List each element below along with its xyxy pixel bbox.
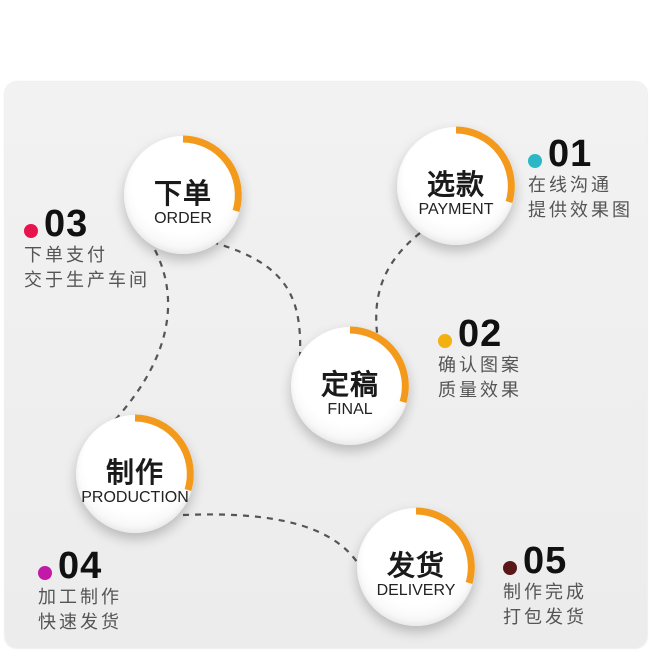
step-04: 04 加工制作 快速发货	[38, 545, 122, 635]
step-02-number: 02	[458, 313, 503, 355]
node-production-title: 制作	[105, 456, 164, 489]
node-delivery: 发货 DELIVERY	[357, 507, 475, 626]
step-04-line-1: 加工制作	[38, 587, 122, 608]
progress-arc	[134, 414, 194, 491]
step-01-number: 01	[548, 133, 593, 175]
step-02-line-1: 确认图案	[438, 355, 522, 376]
node-final-subtitle: FINAL	[327, 401, 373, 418]
step-03: 03 下单支付 交于生产车间	[24, 203, 150, 293]
step-03-line-2: 交于生产车间	[24, 270, 150, 291]
step-01: 01 在线沟通 提供效果图	[528, 133, 633, 223]
step-02-dot	[438, 334, 452, 348]
progress-arc	[182, 135, 242, 212]
node-delivery-subtitle: DELIVERY	[376, 582, 456, 599]
step-05-dot	[503, 561, 517, 575]
step-05-number: 05	[523, 540, 568, 582]
step-04-line-2: 快速发货	[38, 612, 122, 633]
step-01-dot	[528, 154, 542, 168]
node-payment: 选款 PAYMENT	[397, 126, 515, 245]
progress-arc	[349, 326, 409, 403]
node-payment-title: 选款	[426, 168, 485, 201]
node-order: 下单 ORDER	[124, 135, 242, 254]
node-delivery-title: 发货	[386, 549, 445, 582]
step-03-dot	[24, 224, 38, 238]
connector-xuankuan-dinggao	[375, 232, 421, 341]
node-final-title: 定稿	[320, 368, 379, 401]
step-03-line-1: 下单支付	[24, 245, 108, 266]
step-05-line-2: 打包发货	[503, 607, 587, 628]
connector-dinggao-xiadan	[214, 241, 302, 359]
step-04-dot	[38, 566, 52, 580]
node-production: 制作 PRODUCTION	[76, 414, 194, 533]
step-04-number: 04	[58, 545, 103, 587]
step-05: 05 制作完成 打包发货	[503, 540, 587, 630]
progress-arc	[455, 126, 515, 203]
node-order-subtitle: ORDER	[154, 210, 212, 227]
progress-arc	[415, 507, 475, 584]
step-03-number: 03	[44, 203, 89, 245]
node-order-title: 下单	[153, 177, 212, 210]
node-payment-subtitle: PAYMENT	[418, 201, 494, 218]
step-02: 02 确认图案 质量效果	[438, 313, 522, 403]
node-final: 定稿 FINAL	[291, 326, 409, 445]
step-05-line-1: 制作完成	[503, 582, 587, 603]
connector-zhizuo-fahuo	[182, 513, 363, 571]
step-02-line-2: 质量效果	[438, 380, 522, 401]
step-01-line-2: 提供效果图	[528, 200, 633, 221]
step-01-line-1: 在线沟通	[528, 175, 612, 196]
node-production-subtitle: PRODUCTION	[81, 489, 189, 506]
